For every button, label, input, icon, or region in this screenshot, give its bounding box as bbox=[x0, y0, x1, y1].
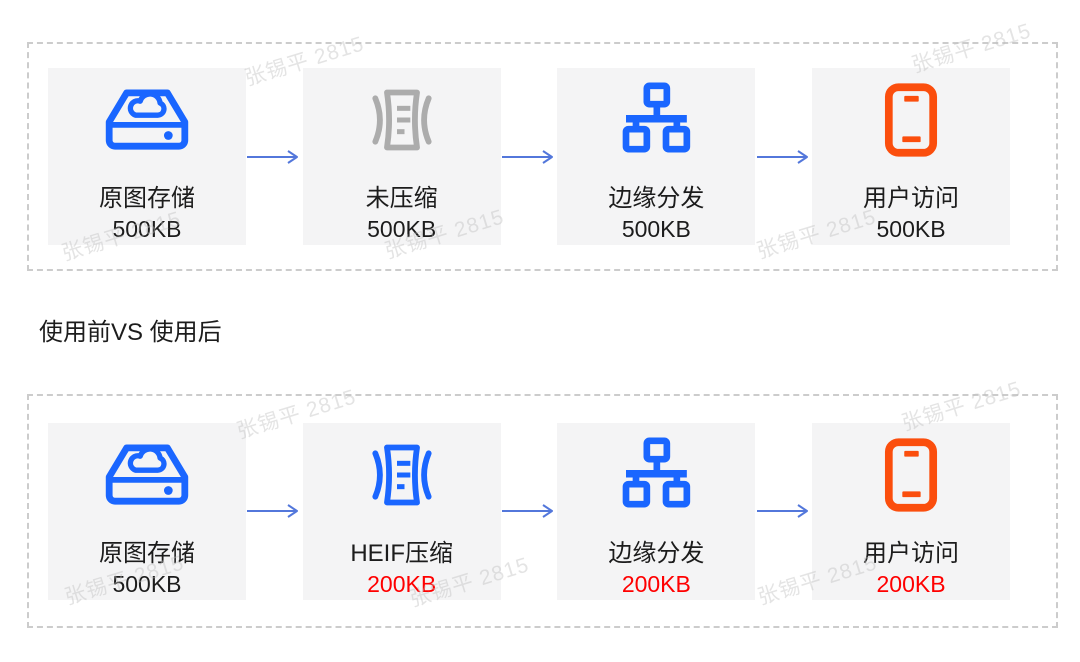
before-flow-row: 原图存储 500KB bbox=[48, 68, 1011, 245]
step-icon-box bbox=[557, 433, 755, 517]
step-text: 边缘分发 200KB bbox=[608, 538, 704, 600]
step-label: 用户访问 bbox=[863, 539, 960, 567]
flow-step-card: HEIF压缩 200KB bbox=[302, 422, 501, 600]
arrow-right-icon bbox=[502, 149, 553, 164]
flow-arrow bbox=[755, 503, 812, 519]
step-icon-box bbox=[303, 78, 501, 162]
compress-icon bbox=[372, 89, 432, 151]
step-size: 500KB bbox=[367, 216, 437, 242]
step-label: HEIF压缩 bbox=[350, 539, 453, 567]
step-size: 500KB bbox=[621, 216, 691, 242]
step-size: 500KB bbox=[112, 216, 182, 242]
step-label: 原图存储 bbox=[99, 185, 195, 212]
step-size: 200KB bbox=[367, 570, 437, 597]
arrow-right-icon bbox=[502, 504, 553, 518]
step-text: 原图存储 500KB bbox=[99, 538, 195, 600]
arrow-right-icon bbox=[247, 504, 299, 518]
step-label: 边缘分发 bbox=[608, 185, 705, 212]
flow-arrow bbox=[755, 149, 812, 165]
step-text: 用户访问 200KB bbox=[863, 538, 959, 600]
step-size: 500KB bbox=[876, 216, 946, 242]
flow-step-card: 原图存储 500KB bbox=[48, 68, 246, 245]
arrow-right-icon bbox=[756, 149, 808, 164]
network-icon bbox=[623, 437, 691, 507]
step-icon-box bbox=[48, 433, 246, 517]
step-label: 原图存储 bbox=[99, 539, 195, 567]
arrow-right-icon bbox=[756, 504, 808, 518]
flow-arrow bbox=[246, 503, 303, 519]
step-label: 用户访问 bbox=[863, 185, 960, 212]
compress-icon bbox=[372, 444, 432, 505]
cloud-storage-icon bbox=[105, 443, 189, 505]
step-label: 边缘分发 bbox=[608, 539, 705, 567]
step-size: 200KB bbox=[621, 570, 691, 597]
flow-step-card: 原图存储 500KB bbox=[48, 422, 246, 600]
flow-step-card: 用户访问 200KB bbox=[812, 422, 1011, 600]
cloud-storage-icon bbox=[105, 89, 189, 150]
flow-arrow bbox=[246, 149, 303, 165]
flow-arrow bbox=[501, 503, 558, 519]
network-icon bbox=[623, 82, 691, 153]
after-flow-panel: 原图存储 500KB bbox=[27, 394, 1058, 628]
step-text: 用户访问 500KB bbox=[863, 183, 959, 245]
after-flow-row: 原图存储 500KB bbox=[48, 422, 1011, 600]
step-size: 500KB bbox=[112, 570, 182, 597]
step-icon-box bbox=[303, 433, 501, 517]
flow-step-card: 未压缩 500KB bbox=[302, 68, 501, 245]
phone-icon bbox=[884, 437, 938, 512]
step-icon-box bbox=[48, 78, 246, 162]
flow-step-card: 边缘分发 500KB bbox=[557, 68, 756, 245]
step-icon-box bbox=[812, 433, 1010, 517]
step-icon-box bbox=[812, 78, 1010, 162]
comparison-label: 使用前VS 使用后 bbox=[39, 319, 222, 346]
arrow-right-icon bbox=[247, 149, 299, 164]
flow-step-card: 边缘分发 200KB bbox=[557, 422, 756, 600]
phone-icon bbox=[884, 83, 938, 157]
step-icon-box bbox=[557, 78, 755, 162]
before-flow-panel: 原图存储 500KB bbox=[27, 42, 1058, 271]
step-text: 未压缩 500KB bbox=[366, 183, 438, 245]
flow-step-card: 用户访问 500KB bbox=[812, 68, 1011, 245]
step-text: 边缘分发 500KB bbox=[608, 183, 704, 245]
step-label: 未压缩 bbox=[365, 185, 438, 212]
flow-arrow bbox=[501, 149, 558, 165]
step-text: 原图存储 500KB bbox=[99, 183, 195, 245]
step-size: 200KB bbox=[876, 570, 946, 597]
step-text: HEIF压缩 200KB bbox=[350, 538, 453, 600]
